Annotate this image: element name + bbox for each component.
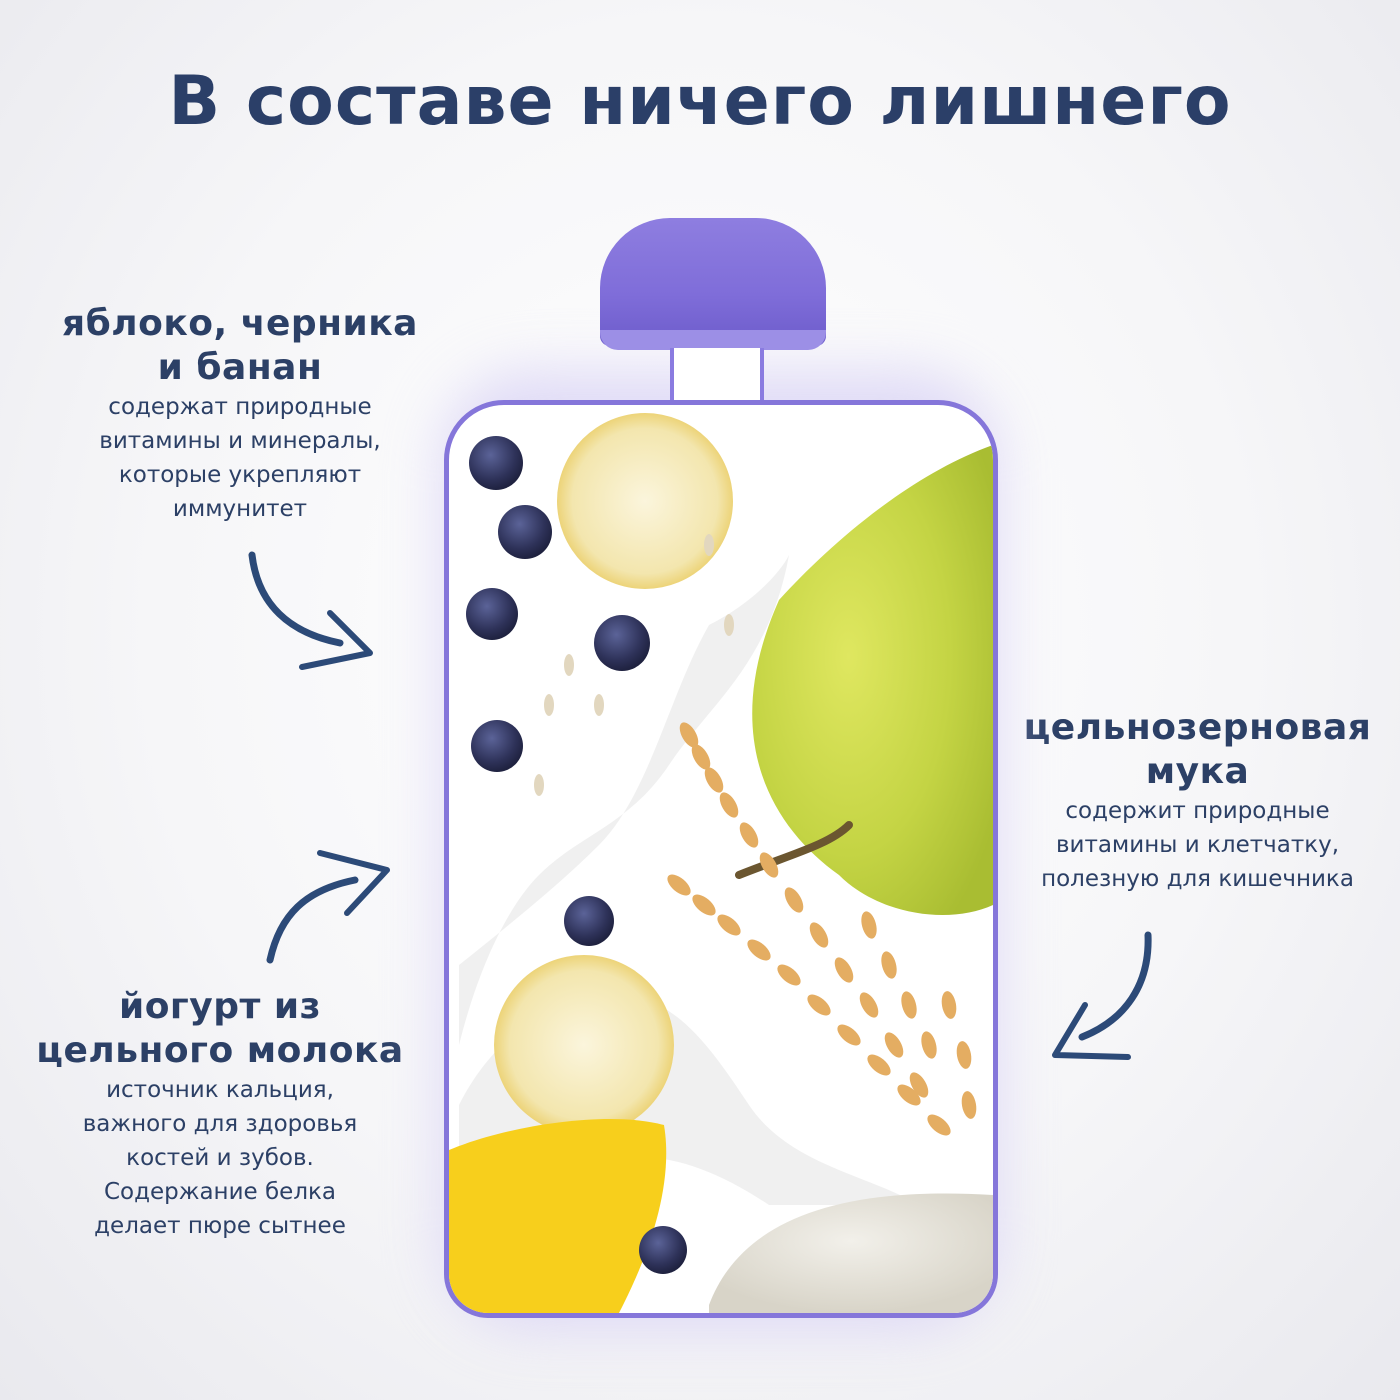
flour-pile — [709, 1193, 993, 1313]
ingredients-illustration — [449, 413, 993, 1313]
pouch-cap — [600, 218, 826, 346]
curved-arrow-down-left-icon — [1052, 931, 1152, 1060]
blueberry — [498, 505, 552, 559]
blueberry — [564, 896, 614, 946]
callout-description: содержит природные витамины и клетчатку,… — [1041, 798, 1354, 892]
callout-description: источник кальция, важного для здоровья к… — [82, 1077, 358, 1239]
callout-heading: цельнозерновая мука — [1023, 707, 1372, 792]
blueberry — [469, 436, 523, 490]
blueberry — [639, 1226, 687, 1274]
apple-stem — [735, 821, 853, 879]
callout-flour: цельнозерновая мука содержит природные в… — [1005, 706, 1390, 896]
page-title: В составе ничего лишнего — [168, 62, 1232, 141]
product-pouch — [420, 200, 1020, 1340]
blueberry — [594, 615, 650, 671]
banana-piece — [449, 1119, 667, 1313]
curved-arrow-up-right-icon — [266, 850, 390, 964]
callout-description: содержат природные витамины и минералы, … — [99, 394, 381, 522]
apple — [752, 445, 993, 915]
banana-slice — [494, 955, 674, 1135]
pouch-body — [444, 400, 998, 1318]
blueberry — [466, 588, 518, 640]
pouch-neck — [670, 348, 764, 408]
grain-stalks — [667, 722, 977, 1136]
blueberry — [471, 720, 523, 772]
curved-arrow-down-right-icon — [248, 551, 373, 670]
banana-slice — [557, 413, 733, 589]
callout-heading: йогурт из цельного молока — [36, 986, 404, 1071]
callout-heading: яблоко, черника и банан — [62, 303, 418, 388]
pouch-cap-ring — [600, 330, 826, 350]
callout-yogurt: йогурт из цельного молока источник кальц… — [10, 985, 430, 1243]
scattered-grains — [534, 534, 734, 796]
callout-fruits: яблоко, черника и банан содержат природн… — [20, 302, 460, 526]
